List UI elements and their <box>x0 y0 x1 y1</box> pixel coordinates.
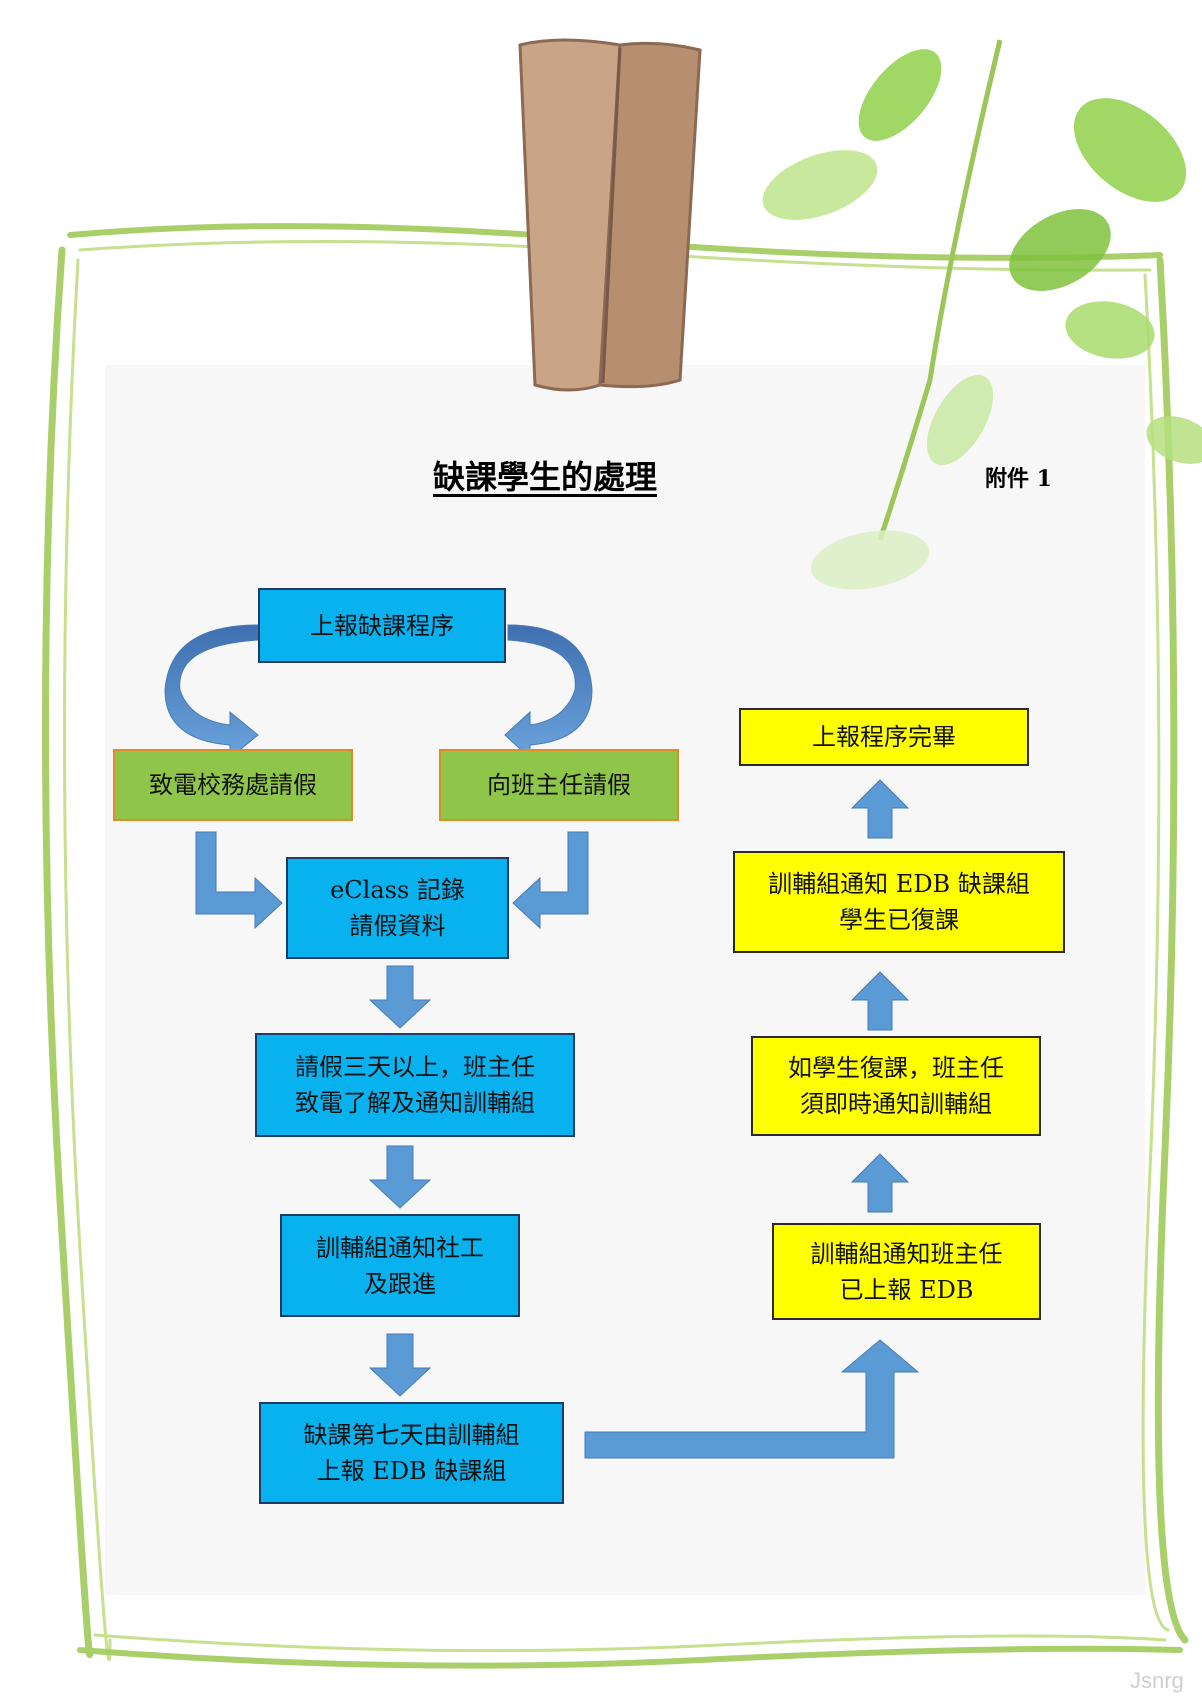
box-three-days-leave: 請假三天以上，班主任 致電了解及通知訓輔組 <box>255 1033 575 1137</box>
box-notify-class-teacher: 訓輔組通知班主任 已上報 EDB <box>772 1223 1041 1320</box>
leaves <box>762 49 1202 590</box>
clothes-peg <box>518 38 702 392</box>
box-report-procedure: 上報缺課程序 <box>258 588 506 663</box>
page-title: 缺課學生的處理 <box>432 458 657 496</box>
box-procedure-complete: 上報程序完畢 <box>739 708 1029 766</box>
box-call-office-leave: 致電校務處請假 <box>113 749 353 821</box>
box-notify-edb-resumed: 訓輔組通知 EDB 缺課組 學生已復課 <box>733 851 1065 953</box>
vine-stem <box>877 39 1003 541</box>
watermark: Jsnrg <box>1130 1668 1184 1693</box>
box-eclass-record: eClass 記錄 請假資料 <box>286 857 509 959</box>
box-notify-social-worker: 訓輔組通知社工 及跟進 <box>280 1214 520 1317</box>
attachment-label: 附件 1 <box>985 466 1052 492</box>
box-class-teacher-leave: 向班主任請假 <box>439 749 679 821</box>
box-seventh-day-report: 缺課第七天由訓輔組 上報 EDB 缺課組 <box>259 1402 564 1504</box>
box-student-returns: 如學生復課，班主任 須即時通知訓輔組 <box>751 1036 1041 1136</box>
